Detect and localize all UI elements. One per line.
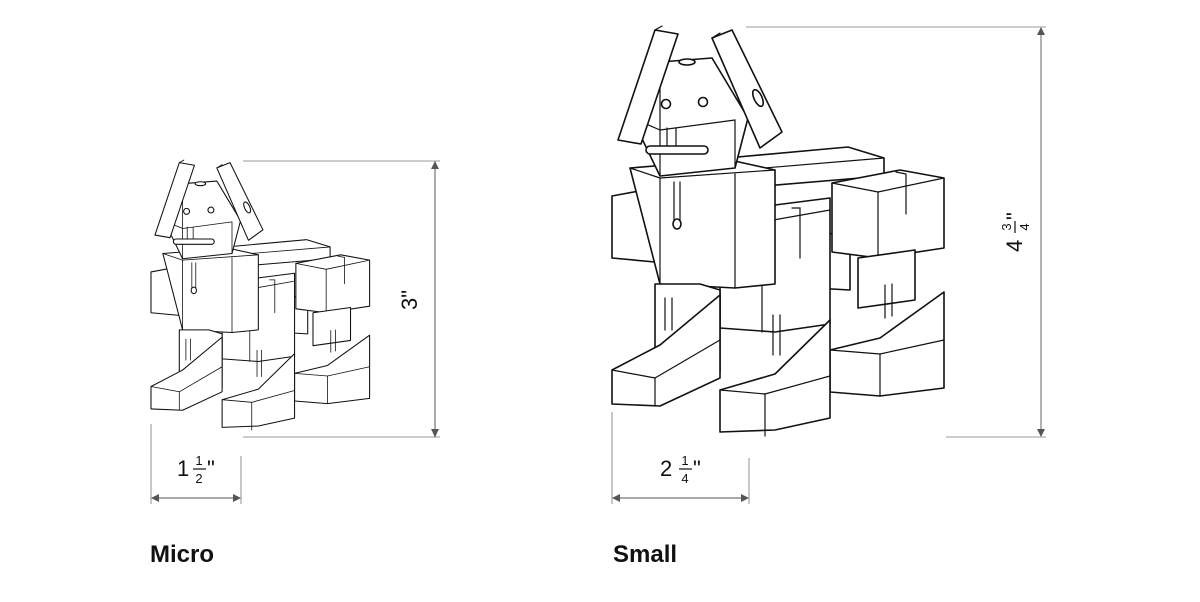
micro-figure: 3" 1 1 2 ": [150, 159, 440, 504]
small-width-whole: 2: [660, 456, 672, 481]
small-figure: 4 3 4 " 2 1 4 ": [611, 25, 1046, 504]
micro-label: Micro: [150, 541, 215, 568]
small-label: Small: [613, 541, 678, 568]
small-height-numerator: 3: [999, 223, 1014, 230]
micro-width-numerator: 1: [195, 453, 202, 468]
micro-height-label: 3": [397, 290, 422, 310]
small-height-whole: 4: [1002, 240, 1027, 252]
small-width-unit: ": [693, 456, 701, 481]
small-height-unit: ": [1002, 212, 1027, 220]
micro-width-denominator: 2: [195, 471, 202, 486]
small-height-dimension: 4 3 4 ": [746, 26, 1046, 438]
small-width-dimension: 2 1 4 ": [611, 412, 750, 504]
micro-width-unit: ": [207, 456, 215, 481]
small-height-denominator: 4: [1017, 223, 1032, 230]
micro-width-whole: 1: [177, 456, 189, 481]
small-width-numerator: 1: [681, 453, 688, 468]
micro-cubebot-drawing: [150, 159, 371, 431]
micro-width-dimension: 1 1 2 ": [150, 424, 242, 504]
small-cubebot-drawing: [611, 25, 945, 437]
micro-height-dimension: 3": [243, 160, 440, 438]
small-width-denominator: 4: [681, 471, 688, 486]
